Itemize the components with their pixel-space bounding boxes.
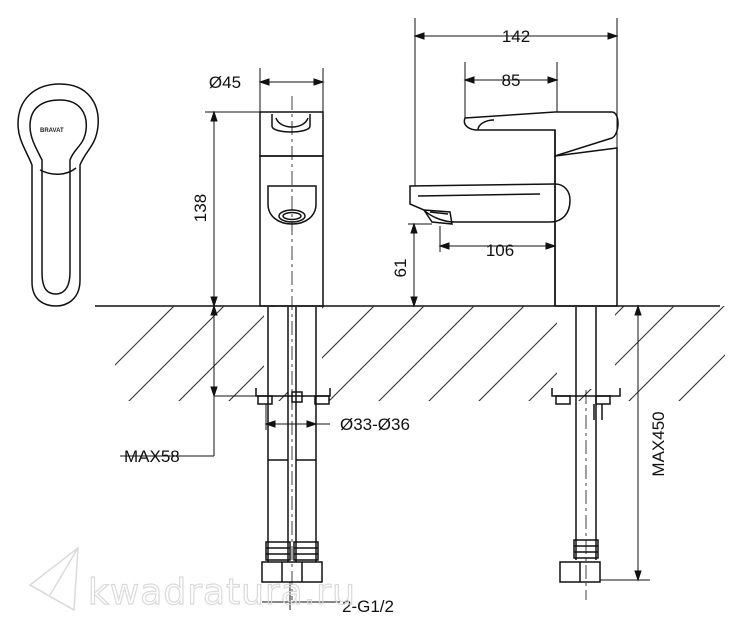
dim-handle-width: 85 [502,71,521,90]
dim-body-height: 138 [191,194,210,222]
watermark-text: kwadratura.ru [88,572,356,613]
brand-logo: BRAVAT [40,128,64,134]
watermark-logo-icon [28,546,79,612]
dim-spout-reach: 106 [486,241,514,260]
dim-max-thickness: MAX58 [124,447,180,466]
dimension-lines [120,18,650,610]
top-view-handle: BRAVAT [17,83,99,307]
watermark: kwadratura.ru [28,546,356,614]
dim-connection: 2-G1/2 [342,597,394,616]
side-view-faucet [409,111,621,583]
countertop-section [95,305,725,401]
dim-hole-diameter: Ø33-Ø36 [340,415,410,434]
center-lines [291,96,587,600]
dim-max-hose: MAX450 [649,411,668,476]
dim-total-width: 142 [502,27,530,46]
dim-body-diameter: Ø45 [209,73,241,92]
dim-spout-height: 61 [391,259,410,278]
dimension-labels: 142 85 Ø45 138 106 61 Ø33-Ø36 MAX58 MAX4… [124,27,668,616]
